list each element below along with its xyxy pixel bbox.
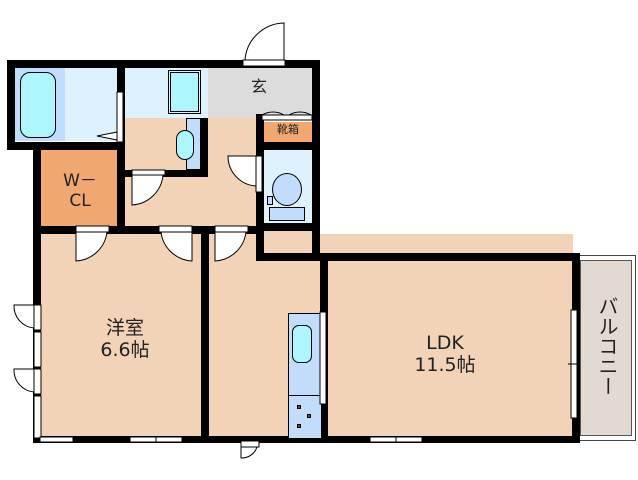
wall [33,142,41,442]
stove-burner [307,414,311,418]
western-room-floor [41,234,201,439]
balcony-floor [580,260,632,436]
ldk-label: LDK 11.5帖 [390,332,500,377]
shoe-box [264,122,312,142]
ldk-floor [209,234,573,439]
kitchen-line [288,395,322,396]
walk-in-closet-label: W－ CL [45,171,115,211]
stove-burner [297,424,301,428]
hall-alcove-floor [264,231,312,256]
wall [7,60,15,150]
ldk-size: 11.5帖 [414,353,476,376]
balcony-label: バルコニー [595,296,619,396]
wall [125,170,208,177]
wall [33,226,264,234]
entrance-floor [208,67,312,118]
wall [7,60,319,68]
shoe-box-label: 靴箱 [277,123,299,136]
stove-burner [297,405,301,409]
washbasin [168,70,201,114]
wall [256,142,316,150]
wcl-line1: W－ [63,171,97,191]
western-room-name: 洋室 [105,317,144,339]
western-room-label: 洋室 6.6帖 [70,317,180,362]
kitchen-sink [292,325,312,363]
wall [33,436,580,443]
western-room-size: 6.6帖 [100,338,150,361]
bathtub [20,72,56,138]
wall [256,223,316,231]
washing-machine-drain [176,130,194,160]
ldk-name: LDK [426,332,464,354]
wall [7,142,125,150]
wall [201,226,209,442]
toilet-bowl [272,173,302,206]
toilet-tank [269,207,305,221]
wall [117,60,125,234]
toilet-paper [267,196,273,205]
wcl-line2: CL [69,190,91,211]
bath-wash-area [65,67,117,141]
walk-in-closet-floor [41,150,117,226]
wall [201,118,208,177]
wall [312,60,320,258]
wall [256,253,580,261]
entrance-label: 玄 [250,77,267,96]
